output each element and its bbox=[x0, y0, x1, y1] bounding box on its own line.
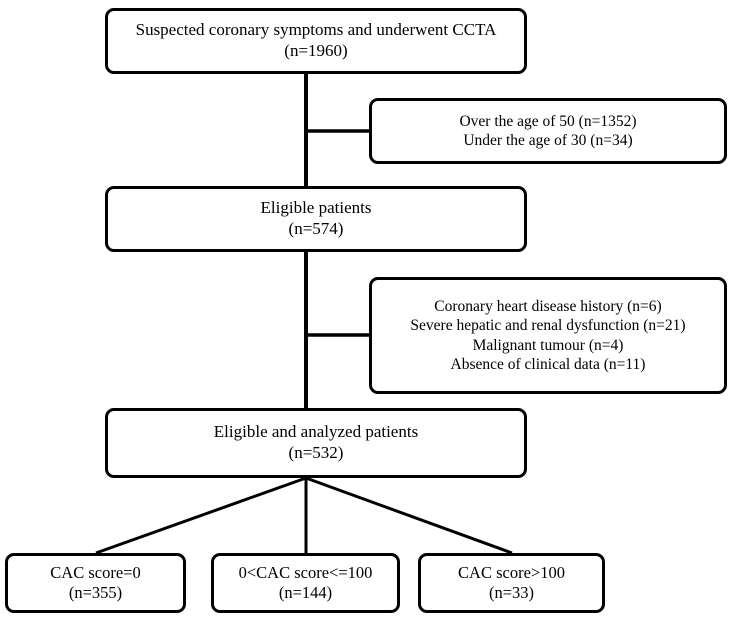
node-cac-score-low: 0<CAC score<=100 (n=144) bbox=[211, 553, 400, 613]
node-cac-score-high: CAC score>100 (n=33) bbox=[418, 553, 605, 613]
excluded-age-under-30: Under the age of 30 (n=34) bbox=[463, 132, 633, 149]
node-eligible-count: (n=574) bbox=[288, 219, 344, 238]
node-eligible-patients: Eligible patients (n=574) bbox=[105, 186, 527, 252]
connector-analyzed-to-cac-zero bbox=[95, 476, 307, 555]
node-screened-population: Suspected coronary symptoms and underwen… bbox=[105, 8, 527, 74]
cac-zero-label: CAC score=0 bbox=[50, 562, 141, 582]
cac-low-count: (n=144) bbox=[278, 583, 333, 602]
excluded-malignant-tumour: Malignant tumour (n=4) bbox=[472, 336, 624, 354]
node-analyzed-count: (n=532) bbox=[288, 443, 344, 462]
node-screened-line-1: Suspected coronary symptoms and underwen… bbox=[135, 20, 497, 40]
cac-high-count: (n=33) bbox=[488, 583, 535, 602]
excluded-hepatic-renal-dysfunction: Severe hepatic and renal dysfunction (n=… bbox=[410, 317, 686, 335]
node-cac-score-zero: CAC score=0 (n=355) bbox=[5, 553, 186, 613]
excluded-chd-history: Coronary heart disease history (n=6) bbox=[434, 297, 662, 315]
node-excluded-clinical-criteria: Coronary heart disease history (n=6) Sev… bbox=[369, 277, 727, 394]
excluded-age-over-50: Over the age of 50 (n=1352) bbox=[459, 112, 637, 130]
node-eligible-label: Eligible patients bbox=[260, 198, 372, 218]
connector-analyzed-to-cac-high bbox=[305, 476, 513, 555]
node-screened-count: (n=1960) bbox=[284, 41, 348, 60]
node-excluded-by-age: Over the age of 50 (n=1352) Under the ag… bbox=[369, 98, 727, 164]
node-analyzed-label: Eligible and analyzed patients bbox=[213, 422, 419, 442]
excluded-absence-clinical-data: Absence of clinical data (n=11) bbox=[450, 355, 646, 373]
cac-low-label: 0<CAC score<=100 bbox=[238, 562, 373, 582]
cac-zero-count: (n=355) bbox=[68, 583, 123, 602]
node-eligible-and-analyzed: Eligible and analyzed patients (n=532) bbox=[105, 408, 527, 478]
cac-high-label: CAC score>100 bbox=[458, 562, 565, 582]
